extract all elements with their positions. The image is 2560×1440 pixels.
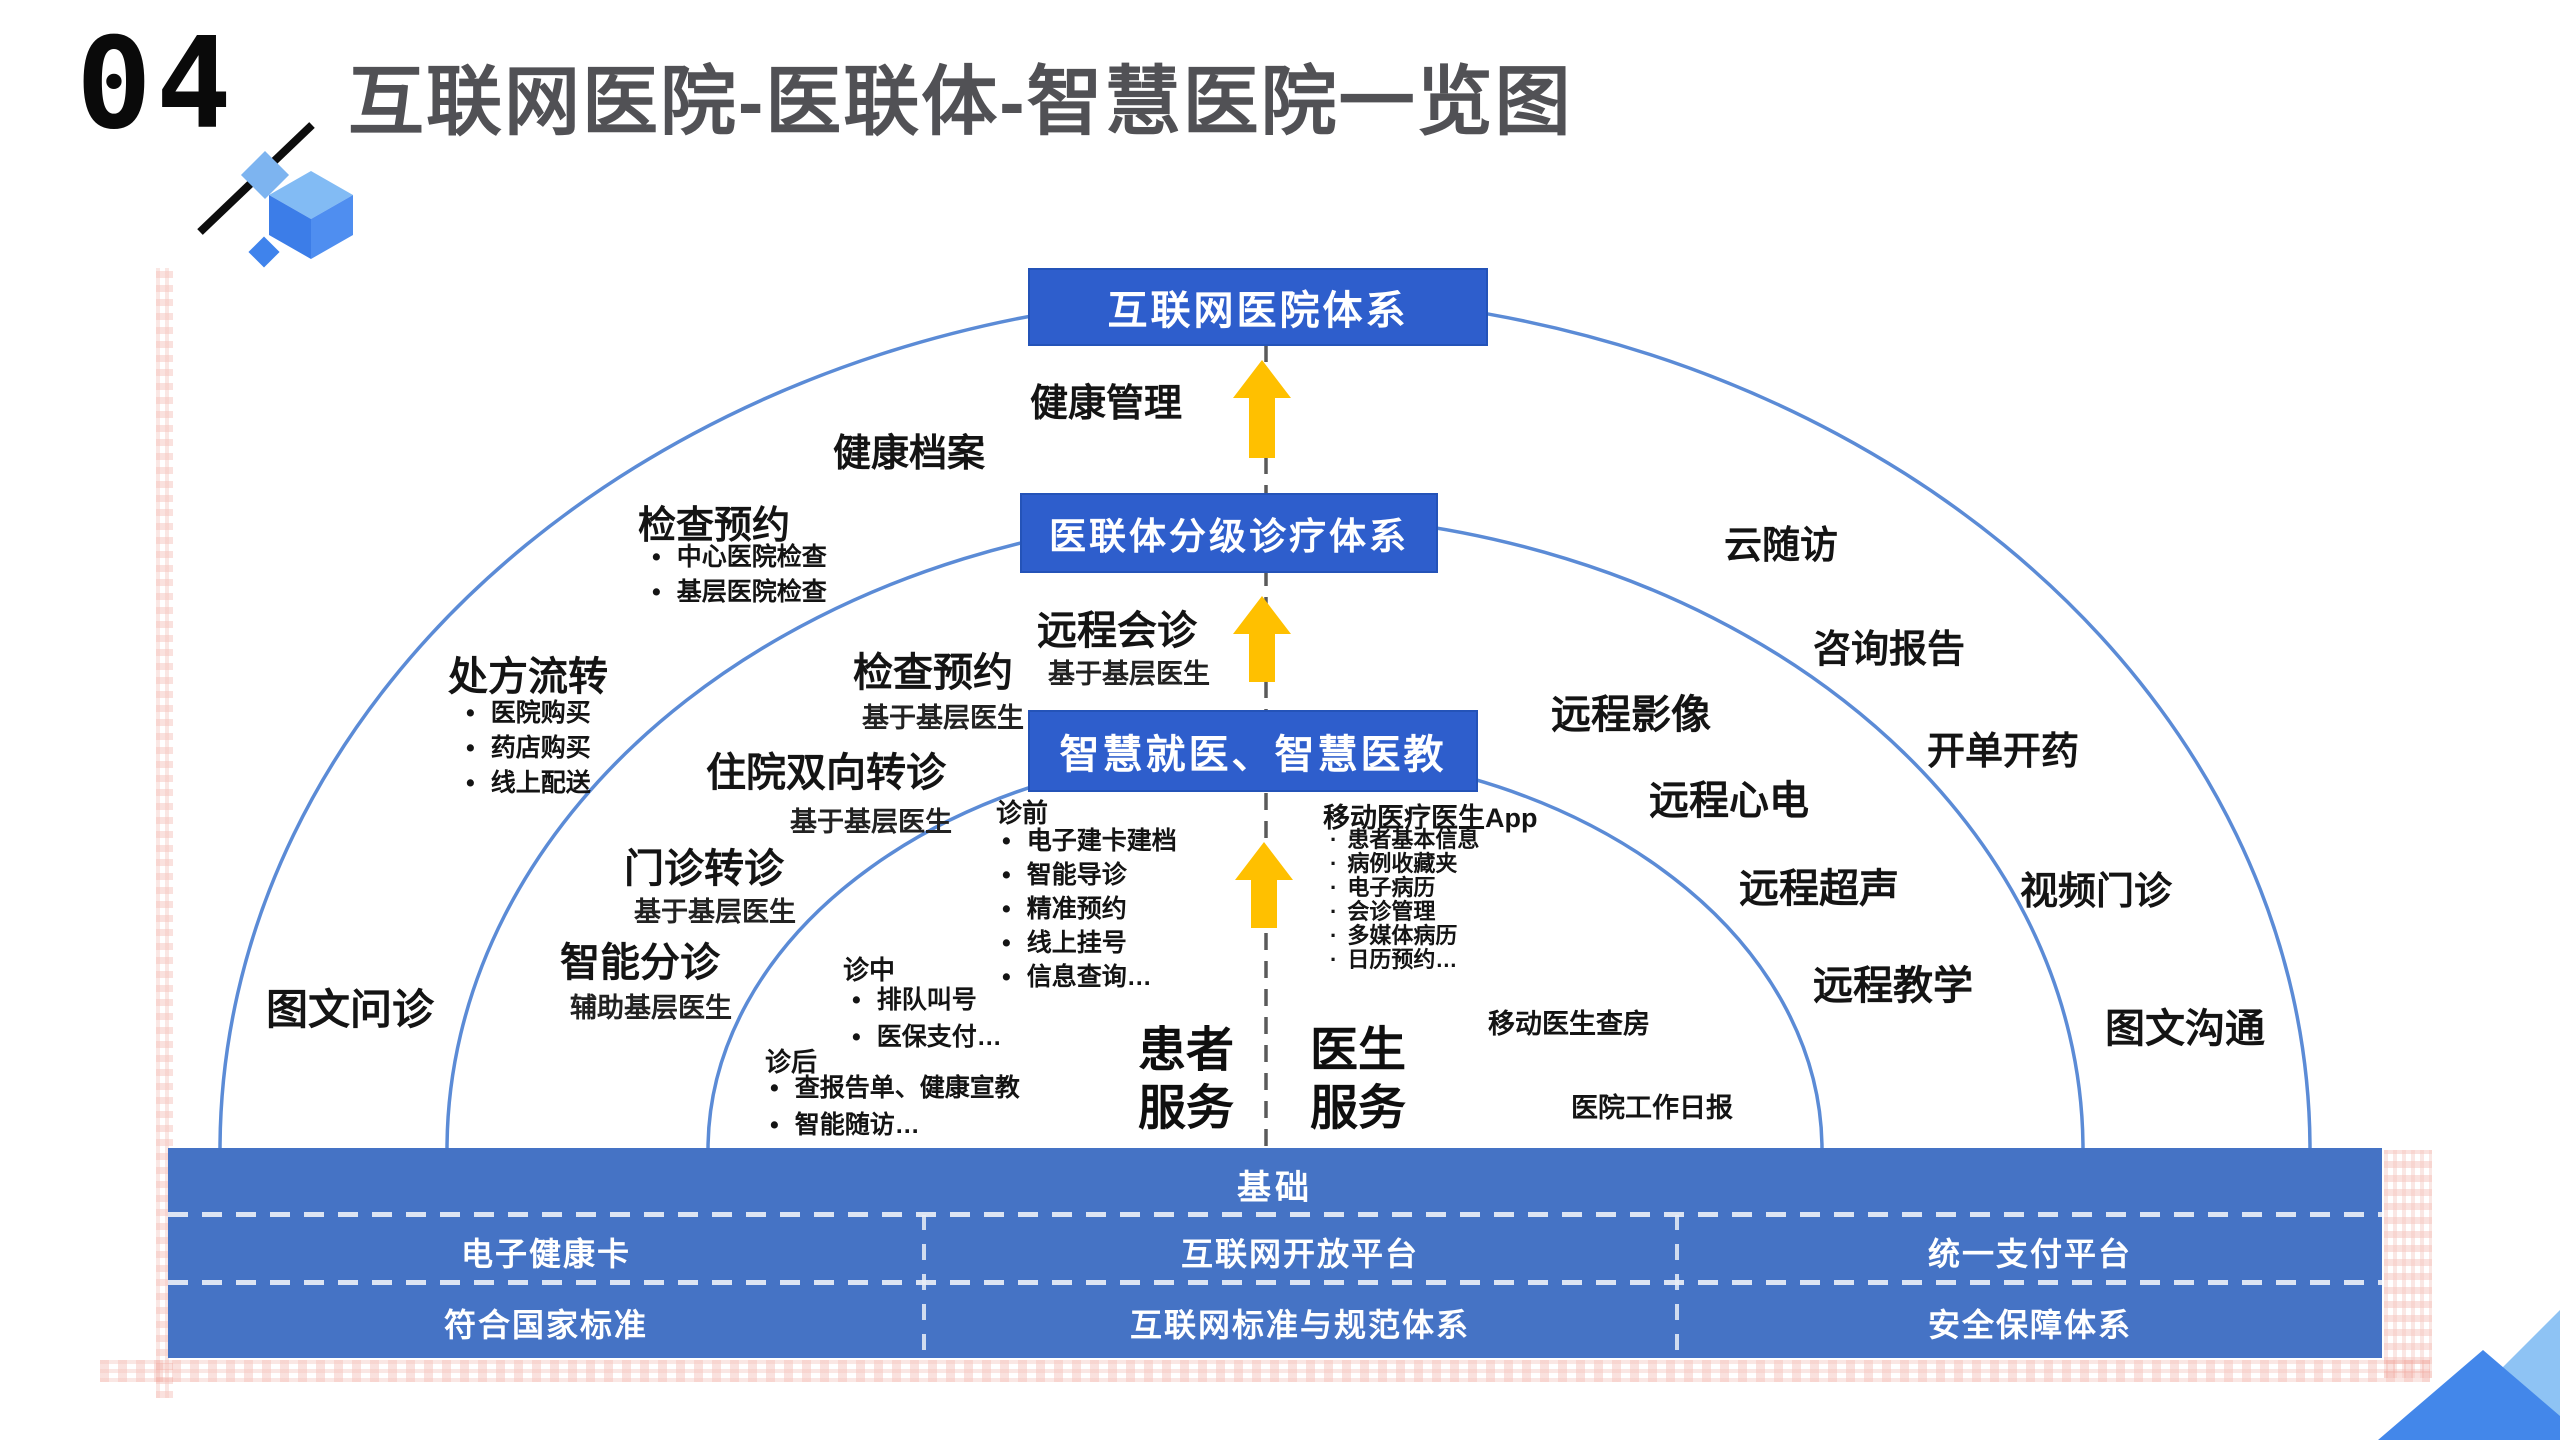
bar-dashed-line-2	[168, 1280, 2382, 1285]
during-visit-bullets: 排队叫号 医保支付…	[852, 982, 1002, 1056]
base-bar-title: 基础	[1237, 1169, 1313, 1207]
sub-remote-consultation: 基于基层医生	[1048, 659, 1210, 689]
bar-vertical-dash-1	[922, 1215, 926, 1350]
label-patient-service: 患者 服务	[1138, 1024, 1235, 1135]
label-inpatient-referral: 住院双向转诊	[706, 751, 946, 795]
exam-booking-bullets: 中心医院检查 基层医院检查	[652, 540, 827, 610]
rx-flow-bullets: 医院购买 药店购买 线上配送	[466, 696, 591, 801]
sub-outpatient-referral: 基于基层医生	[634, 897, 796, 927]
bar-vertical-dash-2	[1675, 1215, 1679, 1350]
label-pre-visit: 诊前	[996, 798, 1049, 828]
tier-box-smart-medical: 智慧就医、智慧医教	[1028, 710, 1478, 792]
slide-number: 04	[76, 10, 236, 157]
label-rx-flow: 处方流转	[448, 655, 608, 699]
diamond-small-bottom	[248, 236, 280, 268]
cube-right-face	[311, 195, 353, 259]
cube-left-face	[269, 195, 311, 259]
label-mobile-rounds: 移动医生查房	[1488, 1009, 1650, 1039]
bar-cell-open-platform: 互联网开放平台	[1180, 1236, 1420, 1272]
label-order-meds: 开单开药	[1927, 731, 2080, 773]
bar-cell-standards-system: 互联网标准与规范体系	[1129, 1307, 1471, 1343]
grid-texture-bottom	[100, 1360, 2430, 1382]
label-tele-ultrasound: 远程超声	[1739, 867, 1899, 911]
label-health-management: 健康管理	[1030, 383, 1183, 425]
up-arrow-middle	[1233, 596, 1291, 682]
up-arrow-top	[1233, 360, 1291, 458]
label-remote-consultation: 远程会诊	[1037, 609, 1197, 653]
label-health-record: 健康档案	[833, 433, 986, 475]
bar-dashed-line-1	[168, 1212, 2382, 1217]
label-text-communication: 图文沟通	[2105, 1007, 2265, 1051]
label-tele-ecg: 远程心电	[1649, 779, 1809, 823]
bar-cell-ehealth-card: 电子健康卡	[460, 1236, 632, 1272]
label-tele-teaching: 远程教学	[1813, 964, 1973, 1008]
base-bar: 基础 电子健康卡 互联网开放平台 统一支付平台 符合国家标准 互联网标准与规范体…	[168, 1148, 2382, 1358]
label-exam-booking-mid: 检查预约	[853, 651, 1013, 695]
page-title: 互联网医院-医联体-智慧医院一览图	[348, 60, 1573, 145]
label-smart-triage: 智能分诊	[560, 941, 720, 985]
bar-cell-unified-payment: 统一支付平台	[1927, 1236, 2133, 1272]
bar-cell-security-system: 安全保障体系	[1927, 1307, 2133, 1343]
label-during-visit: 诊中	[843, 955, 896, 985]
doctor-app-bullets: 患者基本信息 病例收藏夹 电子病历 会诊管理 多媒体病历 日历预约…	[1330, 828, 1479, 972]
label-hospital-daily-report: 医院工作日报	[1571, 1093, 1733, 1123]
label-tele-imaging: 远程影像	[1551, 693, 1711, 737]
sub-exam-booking-mid: 基于基层医生	[862, 703, 1024, 733]
sub-inpatient-referral: 基于基层医生	[790, 807, 952, 837]
grid-texture-left	[156, 268, 173, 1398]
grid-texture-right	[2384, 1150, 2432, 1378]
diamond-small-top	[240, 150, 290, 200]
up-arrow-bottom	[1235, 842, 1293, 928]
label-consult-report: 咨询报告	[1813, 629, 1966, 671]
post-visit-bullets: 查报告单、健康宣教 智能随访…	[770, 1070, 1020, 1144]
label-text-consult: 图文问诊	[266, 986, 435, 1033]
sub-smart-triage: 辅助基层医生	[570, 993, 732, 1023]
tier-box-medical-consortium: 医联体分级诊疗体系	[1020, 493, 1438, 573]
tier-box-internet-hospital: 互联网医院体系	[1028, 268, 1488, 346]
label-video-clinic: 视频门诊	[2020, 871, 2173, 913]
label-outpatient-referral: 门诊转诊	[624, 847, 784, 891]
header-decoration	[197, 122, 353, 268]
label-doctor-service: 医生 服务	[1310, 1024, 1407, 1135]
label-cloud-followup: 云随访	[1724, 525, 1839, 567]
bar-cell-national-standard: 符合国家标准	[443, 1307, 649, 1343]
pre-visit-bullets: 电子建卡建档 智能导诊 精准预约 线上挂号 信息查询…	[1002, 824, 1177, 994]
